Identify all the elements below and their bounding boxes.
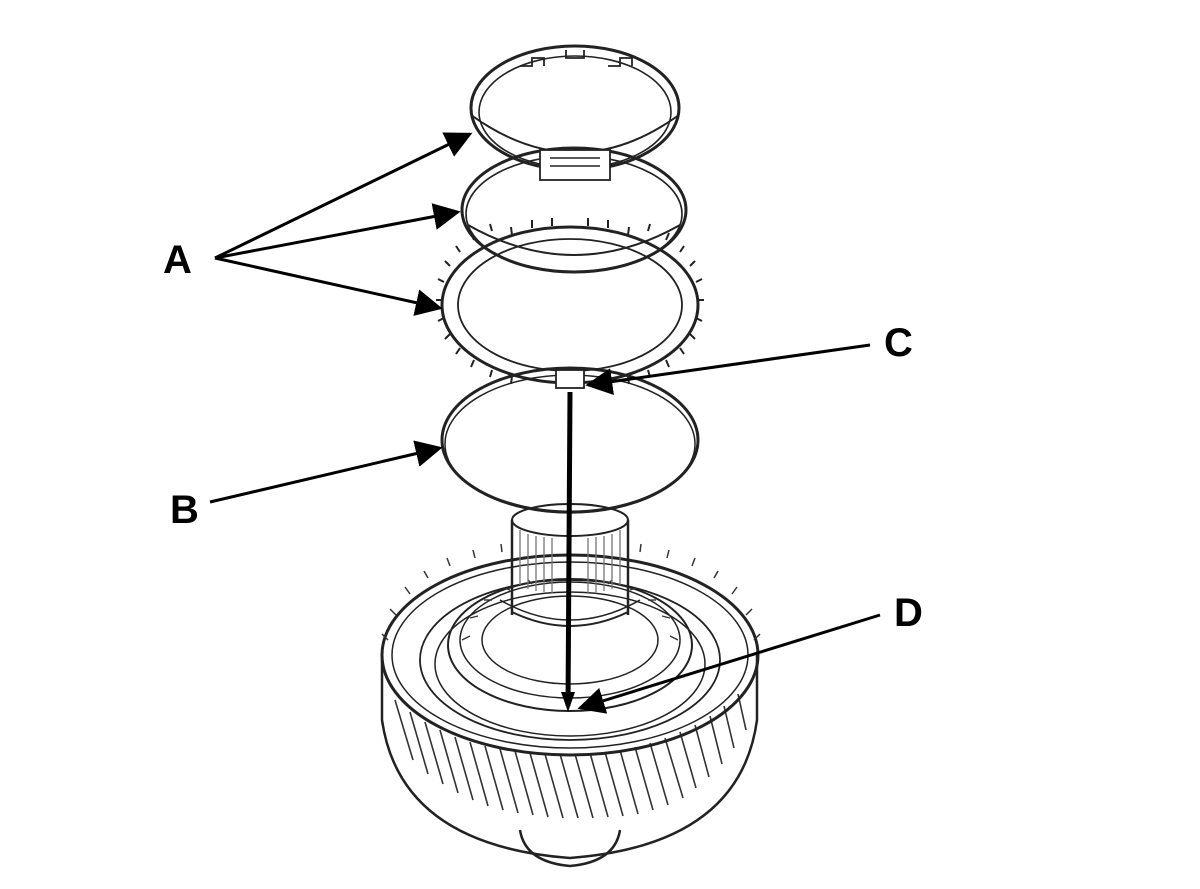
alignment-arrowhead (561, 692, 575, 712)
helical-teeth (394, 693, 747, 819)
leader-a-lower (214, 256, 443, 316)
leader-c (585, 343, 871, 395)
callout-label-a: A (163, 238, 192, 282)
alignment-line (565, 391, 573, 707)
callout-label-d: D (894, 591, 923, 635)
callout-label-b: B (170, 488, 199, 532)
leader-a-upper (214, 132, 473, 260)
leader-b (209, 440, 443, 504)
leader-d (577, 613, 881, 714)
leader-a-middle (214, 203, 461, 260)
toothed-synchro-ring (436, 218, 704, 389)
leader-lines (209, 132, 881, 714)
upper-synchro-ring (469, 44, 681, 181)
callout-label-c: C (884, 321, 913, 365)
